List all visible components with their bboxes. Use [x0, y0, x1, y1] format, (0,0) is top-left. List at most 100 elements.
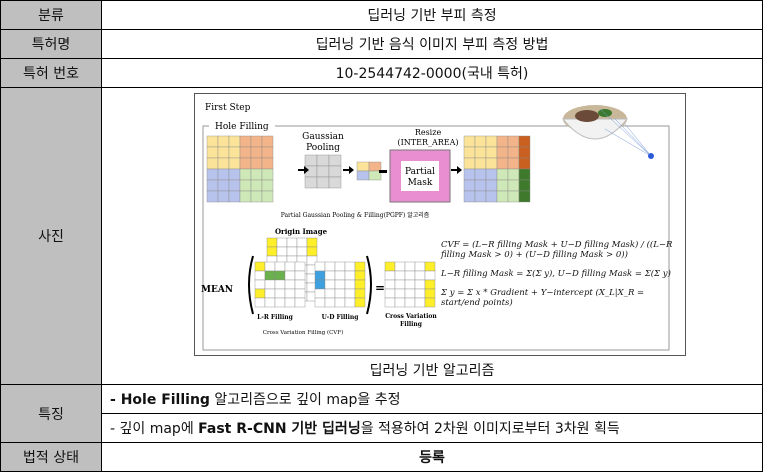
- grid-cell: [385, 289, 395, 298]
- grid-cell: [486, 158, 497, 169]
- grid-cell: [305, 155, 317, 166]
- grid-cell: [287, 238, 297, 247]
- grid-cell: [415, 271, 425, 280]
- feature-2-prefix: - 깊이 map에: [110, 421, 198, 437]
- grid-cell: [475, 191, 486, 202]
- fig-ud-filling: U-D Filling: [322, 314, 360, 321]
- fig-hole-filling: Hole Filling: [215, 122, 269, 132]
- fig-equation-cvf: CVF = (L−R filling Mask + U−D filling Ma…: [441, 240, 681, 260]
- grid-cell: [275, 289, 285, 298]
- grid-cell: [357, 162, 369, 171]
- grid-cell: [355, 298, 365, 307]
- grid-cell: [277, 238, 287, 247]
- grid-cell: [240, 180, 251, 191]
- grid-cell: [508, 158, 519, 169]
- patent-number-label: 특허 번호: [1, 59, 102, 88]
- grid-cell: [307, 238, 317, 247]
- grid-cell: [464, 180, 475, 191]
- grid-cell: [486, 169, 497, 180]
- patent-name-label: 특허명: [1, 30, 102, 59]
- grid-cell: [240, 191, 251, 202]
- ud-grid: [315, 262, 365, 307]
- grid-cell: [251, 180, 262, 191]
- fig-cross-variation: Cross Variation: [385, 313, 437, 320]
- grid-cell: [285, 289, 295, 298]
- grid-cell: [325, 271, 335, 280]
- grid-cell: [285, 298, 295, 307]
- grid-cell: [405, 262, 415, 271]
- fig-equation-masks: L−R filling Mask = Σ(Σ y), U−D filling M…: [441, 269, 681, 279]
- grid-cell: [519, 169, 530, 180]
- grid-cell: [285, 280, 295, 289]
- grid-cell: [464, 191, 475, 202]
- legal-status-value: 등록: [102, 443, 763, 472]
- fig-origin-image: Origin Image: [275, 227, 328, 236]
- grid-cell: [218, 180, 229, 191]
- grid-cell: [415, 280, 425, 289]
- grid-cell: [295, 271, 305, 280]
- category-value: 딥러닝 기반 부피 측정: [102, 1, 763, 30]
- grid-cell: [425, 262, 435, 271]
- grid-cell: [335, 271, 345, 280]
- grid-cell: [395, 280, 405, 289]
- grid-cell: [497, 147, 508, 158]
- grid-cell: [335, 298, 345, 307]
- output-grid: [464, 136, 530, 202]
- grid-cell: [497, 191, 508, 202]
- grid-cell: [317, 155, 329, 166]
- grid-cell: [287, 247, 297, 256]
- grid-cell: [405, 289, 415, 298]
- grid-cell: [395, 289, 405, 298]
- grid-cell: [229, 191, 240, 202]
- grid-cell: [395, 271, 405, 280]
- grid-cell: [385, 298, 395, 307]
- grid-cell: [315, 271, 325, 280]
- grid-cell: [335, 262, 345, 271]
- grid-cell: [425, 280, 435, 289]
- grid-cell: [265, 280, 275, 289]
- input-grid: [207, 136, 273, 202]
- feature-1-prefix: -: [110, 392, 121, 408]
- feature-line-2: - 깊이 map에 Fast R-CNN 기반 딥러닝을 적용하여 2차원 이미…: [102, 414, 763, 443]
- food-bowl-image: [563, 105, 654, 159]
- grid-cell: [464, 169, 475, 180]
- grid-cell: [297, 247, 307, 256]
- grid-cell: [405, 271, 415, 280]
- grid-cell: [317, 166, 329, 177]
- grid-cell: [345, 262, 355, 271]
- grid-cell: [508, 136, 519, 147]
- fig-lr-filling: L-R Filling: [257, 314, 294, 321]
- grid-cell: [415, 298, 425, 307]
- row-features-1: 특징 - Hole Filling 알고리즘으로 깊이 map을 추정: [1, 385, 763, 414]
- grid-cell: [425, 298, 435, 307]
- grid-cell: [262, 136, 273, 147]
- grid-cell: [267, 247, 277, 256]
- grid-cell: [508, 180, 519, 191]
- grid-cell: [255, 298, 265, 307]
- grid-cell: [475, 169, 486, 180]
- grid-cell: [207, 191, 218, 202]
- row-category: 분류 딥러닝 기반 부피 측정: [1, 1, 763, 30]
- grid-cell: [255, 262, 265, 271]
- grid-cell: [508, 169, 519, 180]
- grid-cell: [475, 136, 486, 147]
- patent-name-value: 딥러닝 기반 음식 이미지 부피 측정 방법: [102, 30, 763, 59]
- grid-cell: [251, 158, 262, 169]
- grid-cell: [519, 136, 530, 147]
- grid-cell: [519, 180, 530, 191]
- grid-cell: [218, 158, 229, 169]
- grid-cell: [229, 180, 240, 191]
- svg-text:=: =: [375, 281, 385, 295]
- grid-cell: [355, 280, 365, 289]
- grid-cell: [355, 289, 365, 298]
- fig-partial: Partial: [405, 167, 435, 177]
- grid-cell: [385, 280, 395, 289]
- grid-cell: [519, 147, 530, 158]
- grid-cell: [295, 262, 305, 271]
- photo-label: 사진: [1, 88, 102, 385]
- grid-cell: [251, 136, 262, 147]
- grid-cell: [315, 289, 325, 298]
- grid-cell: [275, 298, 285, 307]
- grid-cell: [325, 298, 335, 307]
